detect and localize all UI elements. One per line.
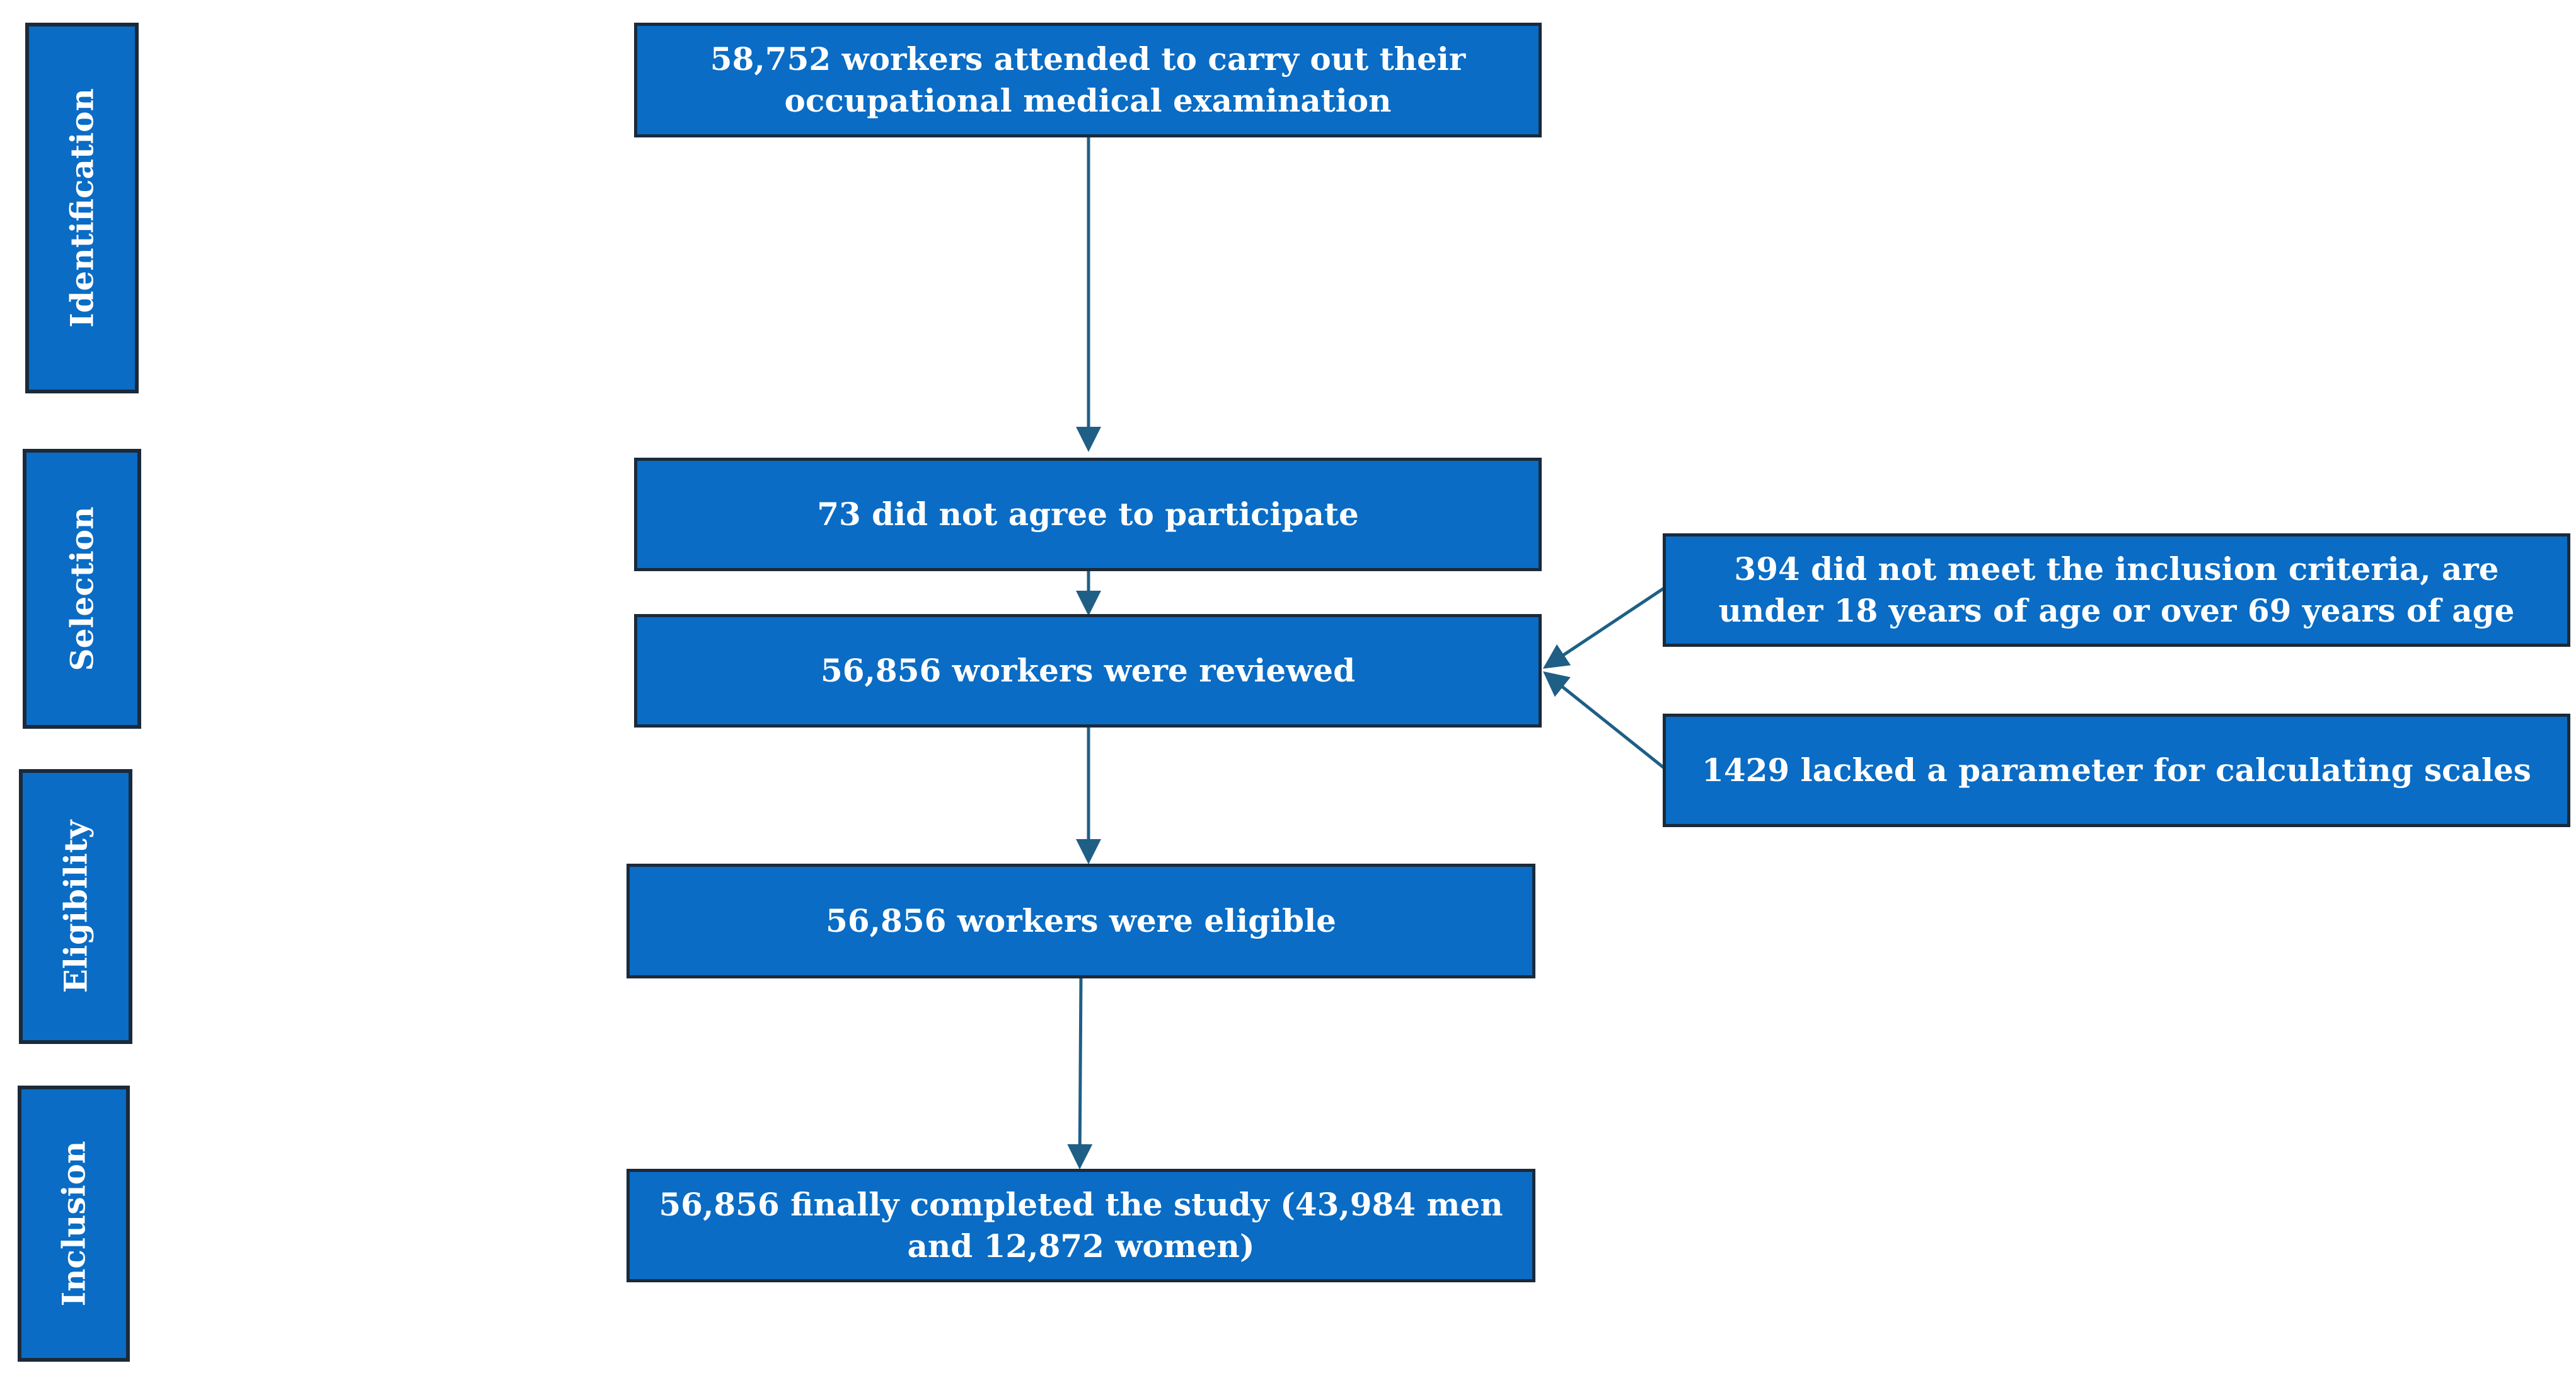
box-not-agree: 73 did not agree to participate <box>634 458 1542 571</box>
box-attended-text: 58,752 workers attended to carry out the… <box>710 40 1466 119</box>
stage-identification: Identification <box>25 23 139 393</box>
box-eligible: 56,856 workers were eligible <box>627 864 1535 978</box>
box-not-meet-criteria-text: 394 did not meet the inclusion criteria,… <box>1718 550 2515 629</box>
stage-selection: Selection <box>23 449 141 729</box>
box-completed-text: 56,856 finally completed the study (43,9… <box>659 1186 1503 1265</box>
stage-eligibility: Eligibility <box>19 769 132 1044</box>
arrow-parameter-to-reviewed <box>1543 671 1665 769</box>
box-attended: 58,752 workers attended to carry out the… <box>634 23 1542 137</box>
box-completed: 56,856 finally completed the study (43,9… <box>627 1169 1535 1282</box>
box-reviewed: 56,856 workers were reviewed <box>634 614 1542 728</box>
box-not-agree-text: 73 did not agree to participate <box>817 496 1359 533</box>
arrow-criteria-to-reviewed <box>1542 586 1665 669</box>
box-lacked-parameter: 1429 lacked a parameter for calculating … <box>1663 714 2570 827</box>
box-reviewed-text: 56,856 workers were reviewed <box>820 652 1356 689</box>
box-not-meet-criteria: 394 did not meet the inclusion criteria,… <box>1663 533 2570 647</box>
box-eligible-text: 56,856 workers were eligible <box>826 902 1336 939</box>
box-lacked-parameter-text: 1429 lacked a parameter for calculating … <box>1702 751 2531 789</box>
arrow-eligible-to-completed <box>1067 978 1093 1169</box>
stage-inclusion: Inclusion <box>18 1086 130 1362</box>
